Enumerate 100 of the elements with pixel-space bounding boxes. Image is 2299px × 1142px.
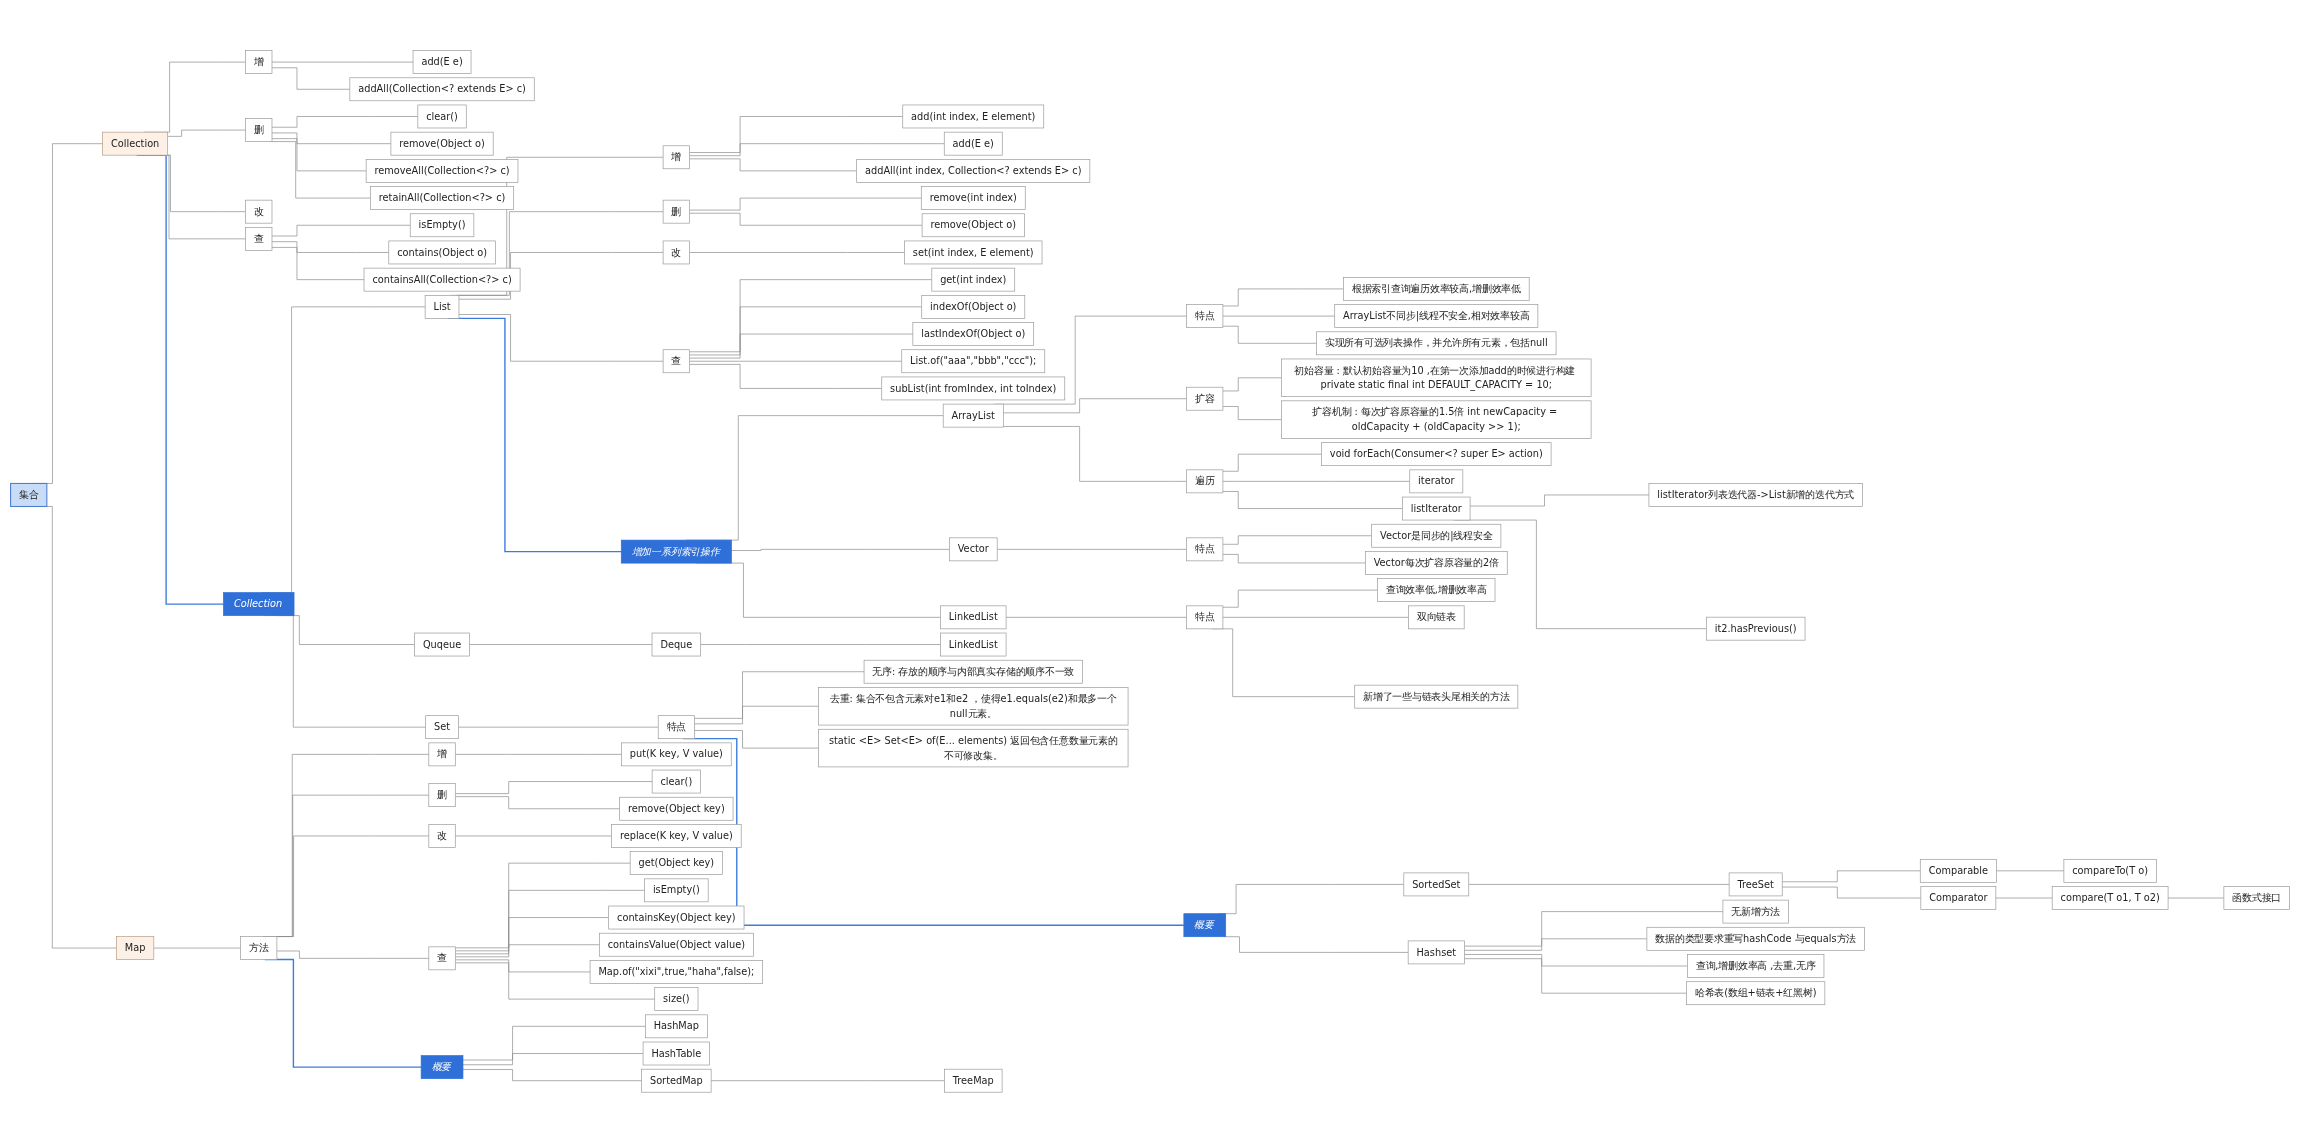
connector bbox=[1222, 553, 1366, 563]
connector bbox=[688, 363, 882, 389]
node-box: Deque bbox=[651, 632, 701, 656]
node-box: 查询,增删效率高 ,去重,无序 bbox=[1686, 953, 1824, 978]
connector bbox=[1222, 490, 1403, 509]
node-box: ArrayList不同步|线程不安全,相对效率较高 bbox=[1333, 303, 1538, 328]
connector bbox=[688, 333, 913, 359]
connector bbox=[1222, 325, 1317, 344]
node-box: compareTo(T o) bbox=[2063, 858, 2157, 883]
node-box: add(int index, E element) bbox=[901, 104, 1044, 128]
node-box: remove(Object o) bbox=[390, 131, 494, 156]
node-box: 增 bbox=[244, 49, 272, 74]
connector bbox=[454, 753, 622, 755]
node-box: 增加一系列索引操作 bbox=[620, 539, 732, 564]
node-box: put(K key, V value) bbox=[620, 742, 732, 766]
node-box: static <E> Set<E> of(E... elements) 返回包含任意数量元素的不可修改集。 bbox=[817, 728, 1128, 767]
connector bbox=[458, 251, 663, 300]
connector bbox=[458, 313, 663, 362]
connector bbox=[1222, 288, 1344, 306]
node-box: addAll(int index, Collection<? extends E> c) bbox=[855, 158, 1090, 183]
connector bbox=[688, 115, 903, 153]
connector bbox=[462, 1025, 646, 1060]
connector bbox=[454, 795, 620, 809]
node-box: 查 bbox=[662, 348, 690, 373]
node-box: contains(Object o) bbox=[387, 240, 496, 264]
connector bbox=[688, 278, 932, 352]
connector bbox=[271, 61, 413, 63]
node-box: TreeMap bbox=[943, 1068, 1002, 1093]
node-box: 哈希表(数组+链表+红黑树) bbox=[1685, 980, 1825, 1005]
node-box: 查 bbox=[244, 226, 272, 251]
node-box: Hashset bbox=[1407, 940, 1465, 964]
node-box: Vector是同步的|线程安全 bbox=[1370, 523, 1501, 548]
node-box: 扩容 bbox=[1185, 386, 1223, 411]
connector bbox=[1463, 957, 1687, 994]
node-box: LinkedList bbox=[939, 605, 1006, 629]
node-box: containsKey(Object key) bbox=[607, 905, 744, 929]
node-box: 双向链表 bbox=[1407, 605, 1465, 629]
node-box: set(int index, E element) bbox=[903, 240, 1042, 264]
connector bbox=[1222, 315, 1335, 317]
node-box: get(int index) bbox=[930, 267, 1015, 292]
connector bbox=[1463, 910, 1723, 947]
connector bbox=[1781, 870, 1921, 882]
connector bbox=[271, 137, 366, 171]
node-box: SortedMap bbox=[640, 1068, 711, 1093]
connector bbox=[271, 246, 364, 280]
node-box: 概要 bbox=[420, 1054, 463, 1079]
node-box: 查 bbox=[427, 946, 456, 970]
connector bbox=[1005, 616, 1187, 618]
node-box: clear() bbox=[651, 769, 701, 793]
node-box: Collection bbox=[222, 591, 294, 616]
connector bbox=[271, 240, 389, 253]
node-box: remove(int index) bbox=[920, 185, 1026, 210]
node-box: retainAll(Collection<?> c) bbox=[369, 185, 514, 210]
node-box: HashTable bbox=[642, 1041, 710, 1065]
connector bbox=[1469, 494, 1649, 506]
node-box: 扩容机制 : 每次扩容原容量的1.5倍 int newCapacity = oldCapacity + (oldCapacity >> 1); bbox=[1280, 400, 1591, 439]
node-box: Comparable bbox=[1919, 858, 1997, 883]
node-box: 数据的类型要求重写hashCode 与equals方法 bbox=[1646, 926, 1865, 951]
node-box: 新增了一些与链表头尾相关的方法 bbox=[1353, 684, 1518, 709]
node-box: indexOf(Object o) bbox=[920, 294, 1025, 319]
connector bbox=[688, 251, 905, 253]
connector bbox=[152, 947, 241, 948]
connector bbox=[1222, 589, 1378, 608]
connector bbox=[454, 959, 590, 972]
connector bbox=[1467, 883, 1729, 885]
node-box: size() bbox=[653, 986, 698, 1011]
connector bbox=[454, 835, 612, 836]
connector bbox=[454, 916, 609, 954]
node-box: List bbox=[424, 294, 459, 319]
connector bbox=[1222, 377, 1282, 391]
connector bbox=[454, 780, 652, 794]
node-box: void forEach(Consumer<? super E> action) bbox=[1320, 441, 1551, 466]
connector bbox=[688, 158, 857, 171]
connector bbox=[688, 360, 902, 362]
connector bbox=[2167, 897, 2224, 898]
node-box: isEmpty() bbox=[643, 878, 709, 902]
connector bbox=[271, 224, 411, 236]
node-box: 查询效率低,增删效率高 bbox=[1376, 577, 1495, 602]
node-box: SortedSet bbox=[1402, 872, 1469, 896]
node-box: Vector每次扩容原容量的2倍 bbox=[1364, 550, 1508, 575]
node-box: replace(K key, V value) bbox=[610, 823, 742, 848]
node-box: 集合 bbox=[9, 482, 47, 507]
connector bbox=[1463, 938, 1647, 951]
connector bbox=[1224, 935, 1408, 953]
node-box: Set bbox=[424, 714, 459, 739]
node-box: LinkedList bbox=[939, 632, 1006, 656]
node-box: containsValue(Object value) bbox=[598, 932, 754, 957]
node-box: Collection bbox=[101, 131, 168, 156]
node-box: 改 bbox=[244, 199, 272, 224]
connector bbox=[1463, 953, 1688, 966]
connector bbox=[462, 1052, 643, 1065]
connector bbox=[454, 889, 645, 951]
connector bbox=[688, 197, 922, 211]
node-box: 实现所有可选列表操作，并允许所有元素，包括null bbox=[1315, 331, 1556, 355]
node-box: Map.of("xixi",true,"haha",false); bbox=[589, 959, 763, 984]
node-box: 根据索引查询遍历效率较高,增删效率低 bbox=[1342, 276, 1530, 301]
connector bbox=[1002, 397, 1187, 413]
connector bbox=[1222, 453, 1322, 472]
node-box: 特点 bbox=[1185, 303, 1223, 328]
node-box: remove(Object o) bbox=[921, 213, 1025, 237]
